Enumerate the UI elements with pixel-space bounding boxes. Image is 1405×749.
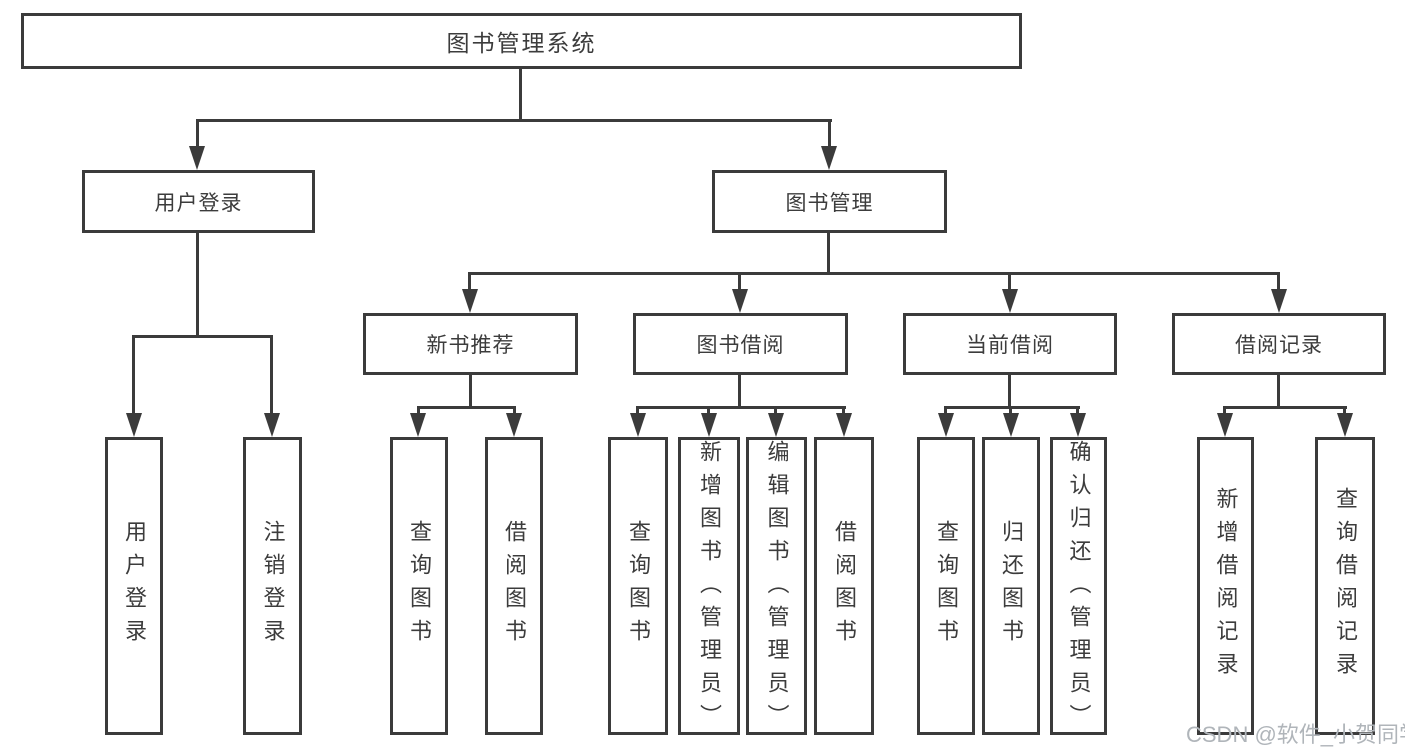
leaf-borrow-add-books-label: 新增图书（管理员） [697,440,722,737]
arrowhead-down-icon [410,413,426,437]
arrowhead-down-icon [1002,289,1018,313]
connector-line [738,272,741,292]
connector-line [468,272,1280,275]
arrowhead-down-icon [189,146,205,170]
connector-line [1008,272,1011,292]
arrowhead-down-icon [938,413,954,437]
node-book-management: 图书管理 [712,170,947,233]
node-book-borrow: 图书借阅 [633,313,848,375]
leaf-borrow-edit-books: 编辑图书（管理员） [746,437,807,737]
connector-line [1277,272,1280,292]
connector-line [707,406,710,416]
connector-line [196,233,199,338]
arrowhead-down-icon [768,413,784,437]
leaf-user-login-label: 用户登录 [122,520,147,652]
watermark: CSDN @软件_小贺同学 [1186,722,1405,747]
leaf-recommend-borrow-books: 借阅图书 [485,437,543,735]
connector-line [513,406,516,416]
connector-line [774,406,777,416]
leaf-borrow-borrow-books: 借阅图书 [814,437,874,735]
connector-line [196,119,199,149]
connector-line [196,119,832,122]
leaf-recommend-query-books-label: 查询图书 [407,520,432,652]
leaf-records-add-record-label: 新增借阅记录 [1213,487,1239,685]
connector-line [1009,406,1012,416]
arrowhead-down-icon [1217,413,1233,437]
connector-line [1076,406,1079,416]
connector-line [1277,375,1280,409]
node-borrow-records: 借阅记录 [1172,313,1386,375]
connector-line [417,406,516,409]
leaf-borrow-query-books: 查询图书 [608,437,668,735]
connector-line [1008,375,1011,409]
leaf-borrow-edit-books-label: 编辑图书（管理员） [764,440,790,737]
arrowhead-down-icon [1271,289,1287,313]
leaf-logout-label: 注销登录 [260,520,286,652]
arrowhead-down-icon [630,413,646,437]
connector-line [1223,406,1226,416]
connector-line [132,335,135,415]
connector-line [1343,406,1346,416]
leaf-recommend-query-books: 查询图书 [390,437,448,735]
arrowhead-down-icon [836,413,852,437]
connector-line [738,375,741,409]
connector-line [636,406,846,409]
node-current-borrow: 当前借阅 [903,313,1117,375]
node-library-system: 图书管理系统 [21,13,1022,69]
leaf-records-query-record-label: 查询借阅记录 [1333,487,1358,685]
connector-line [944,406,947,416]
arrowhead-down-icon [264,413,280,437]
node-new-book-recommend: 新书推荐 [363,313,578,375]
leaf-borrow-query-books-label: 查询图书 [626,520,651,652]
leaf-current-query-books-label: 查询图书 [934,520,959,652]
leaf-current-query-books: 查询图书 [917,437,975,735]
connector-line [132,335,273,338]
leaf-user-login: 用户登录 [105,437,163,735]
arrowhead-down-icon [1337,413,1353,437]
connector-line [827,233,830,275]
connector-line [1223,406,1347,409]
arrowhead-down-icon [506,413,522,437]
arrowhead-down-icon [732,289,748,313]
connector-line [270,335,273,415]
arrowhead-down-icon [1003,413,1019,437]
leaf-current-return-books: 归还图书 [982,437,1040,735]
leaf-current-confirm-return: 确认归还（管理员） [1050,437,1107,737]
leaf-borrow-add-books: 新增图书（管理员） [678,437,740,737]
leaf-logout: 注销登录 [243,437,302,735]
arrowhead-down-icon [821,146,837,170]
leaf-current-confirm-return-label: 确认归还（管理员） [1066,440,1092,737]
connector-line [636,406,639,416]
leaf-records-add-record: 新增借阅记录 [1197,437,1254,735]
arrowhead-down-icon [126,413,142,437]
connector-line [828,119,831,149]
connector-line [944,406,1080,409]
leaf-records-query-record: 查询借阅记录 [1315,437,1375,735]
connector-line [468,272,471,292]
connector-line [842,406,845,416]
arrowhead-down-icon [1070,413,1086,437]
connector-line [519,69,522,122]
leaf-current-return-books-label: 归还图书 [999,520,1024,652]
leaf-borrow-borrow-books-label: 借阅图书 [832,520,857,652]
connector-line [417,406,420,416]
arrowhead-down-icon [462,289,478,313]
leaf-recommend-borrow-books-label: 借阅图书 [502,520,527,652]
arrowhead-down-icon [701,413,717,437]
node-user-login: 用户登录 [82,170,315,233]
connector-line [469,375,472,409]
